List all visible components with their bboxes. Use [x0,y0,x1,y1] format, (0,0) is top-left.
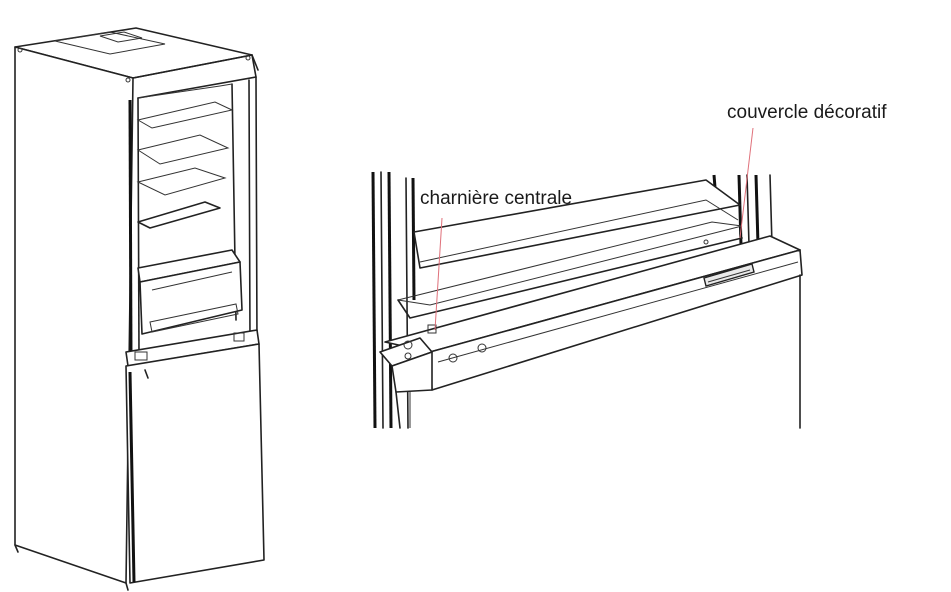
decorative-cover-leader [739,127,754,239]
center-hinge-label: charnière centrale [420,188,573,209]
fridge-illustration [14,27,265,591]
center-hinge-leader [434,217,443,331]
hinge-detail-illustration [371,127,803,429]
decorative-cover-label: couvercle décoratif [727,102,887,123]
